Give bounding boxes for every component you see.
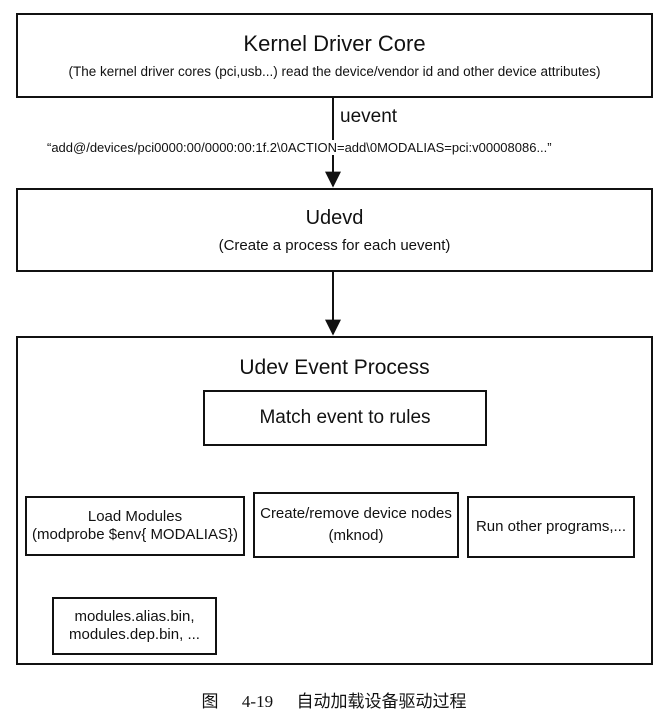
caption-text: 自动加载设备驱动过程 <box>296 692 467 712</box>
kernel-driver-core-subtitle: (The kernel driver cores (pci,usb...) re… <box>68 63 601 79</box>
load-modules-command: (modprobe $env{ MODALIAS}) <box>32 526 238 543</box>
uevent-label: uevent <box>340 106 398 127</box>
run-programs-label: Run other programs,... <box>475 518 627 535</box>
udev-event-process-title: Udev Event Process <box>239 356 430 379</box>
match-rules-label: Match event to rules <box>259 407 431 428</box>
kernel-driver-core-title: Kernel Driver Core <box>243 30 426 56</box>
modules-dep-label: modules.dep.bin, ... <box>69 626 200 643</box>
caption-figure: 图 <box>201 692 219 712</box>
udevd-subtitle: (Create a process for each uevent) <box>218 237 451 254</box>
figure-caption: 图 4-19 自动加载设备驱动过程 <box>0 687 668 712</box>
modules-files-box: modules.alias.bin, modules.dep.bin, ... <box>52 597 217 655</box>
caption-number: 4-19 <box>241 692 274 711</box>
uevent-message: “add@/devices/pci0000:00/0000:00:1f.2\0A… <box>47 140 552 155</box>
modules-alias-label: modules.alias.bin, <box>74 608 195 625</box>
device-nodes-command: (mknod) <box>328 527 384 544</box>
run-programs-box: Run other programs,... <box>467 496 635 558</box>
load-modules-label: Load Modules <box>87 508 183 525</box>
load-modules-box: Load Modules (modprobe $env{ MODALIAS}) <box>25 496 245 556</box>
device-nodes-label: Create/remove device nodes <box>260 505 452 522</box>
udevd-title: Udevd <box>305 207 364 229</box>
device-nodes-box: Create/remove device nodes (mknod) <box>253 492 459 558</box>
kernel-driver-core-box: Kernel Driver Core (The kernel driver co… <box>16 13 653 98</box>
match-rules-box: Match event to rules <box>203 390 487 446</box>
udevd-box: Udevd (Create a process for each uevent) <box>16 188 653 272</box>
